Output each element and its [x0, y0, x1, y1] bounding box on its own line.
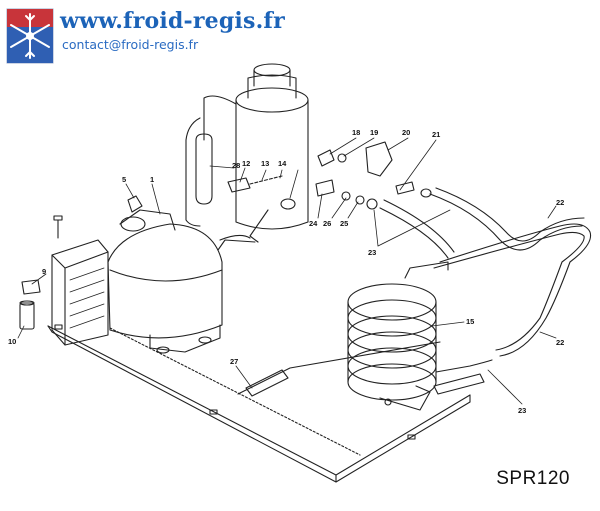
label-part-12: 12: [242, 159, 250, 168]
label-part-14: 14: [278, 159, 287, 168]
relay-box: [51, 215, 109, 346]
label-part-5: 5: [122, 175, 126, 184]
snowflake-logo-icon: [6, 8, 54, 64]
header: www.froid-regis.fr contact@froid-regis.f…: [0, 0, 600, 70]
receiver-tank: [185, 63, 309, 230]
hoses: [379, 187, 592, 357]
label-part-15: 15: [466, 317, 474, 326]
label-part-21: 21: [432, 130, 440, 139]
compressor: [107, 209, 256, 354]
label-part-9: 9: [42, 267, 46, 276]
small-parts: [19, 195, 143, 330]
contact-email[interactable]: contact@froid-regis.fr: [62, 37, 199, 52]
label-part-23b: 23: [518, 406, 526, 415]
part-labels: 1 5 9 10 12 13 14 15 18 19 20 21 22 22 2…: [8, 128, 564, 415]
capillary-tube: [237, 341, 485, 397]
label-part-19: 19: [370, 128, 378, 137]
label-part-1: 1: [150, 175, 154, 184]
label-part-18: 18: [352, 128, 360, 137]
label-part-24: 24: [309, 219, 318, 228]
label-part-28: 28: [232, 161, 240, 170]
label-part-27: 27: [230, 357, 238, 366]
base-plate: [47, 324, 471, 483]
label-part-26: 26: [323, 219, 331, 228]
label-part-13: 13: [261, 159, 269, 168]
leader-lines: [17, 137, 557, 405]
label-part-22a: 22: [556, 198, 564, 207]
diagram-reference: SPR120: [496, 468, 570, 489]
site-url[interactable]: www.froid-regis.fr: [60, 8, 285, 34]
valve-fittings: [315, 141, 432, 210]
filter-fittings: [227, 175, 296, 243]
label-part-20: 20: [402, 128, 410, 137]
label-part-22b: 22: [556, 338, 564, 347]
label-part-25: 25: [340, 219, 348, 228]
label-part-10: 10: [8, 337, 16, 346]
label-part-23a: 23: [368, 248, 376, 257]
condenser-coil: [347, 261, 493, 411]
